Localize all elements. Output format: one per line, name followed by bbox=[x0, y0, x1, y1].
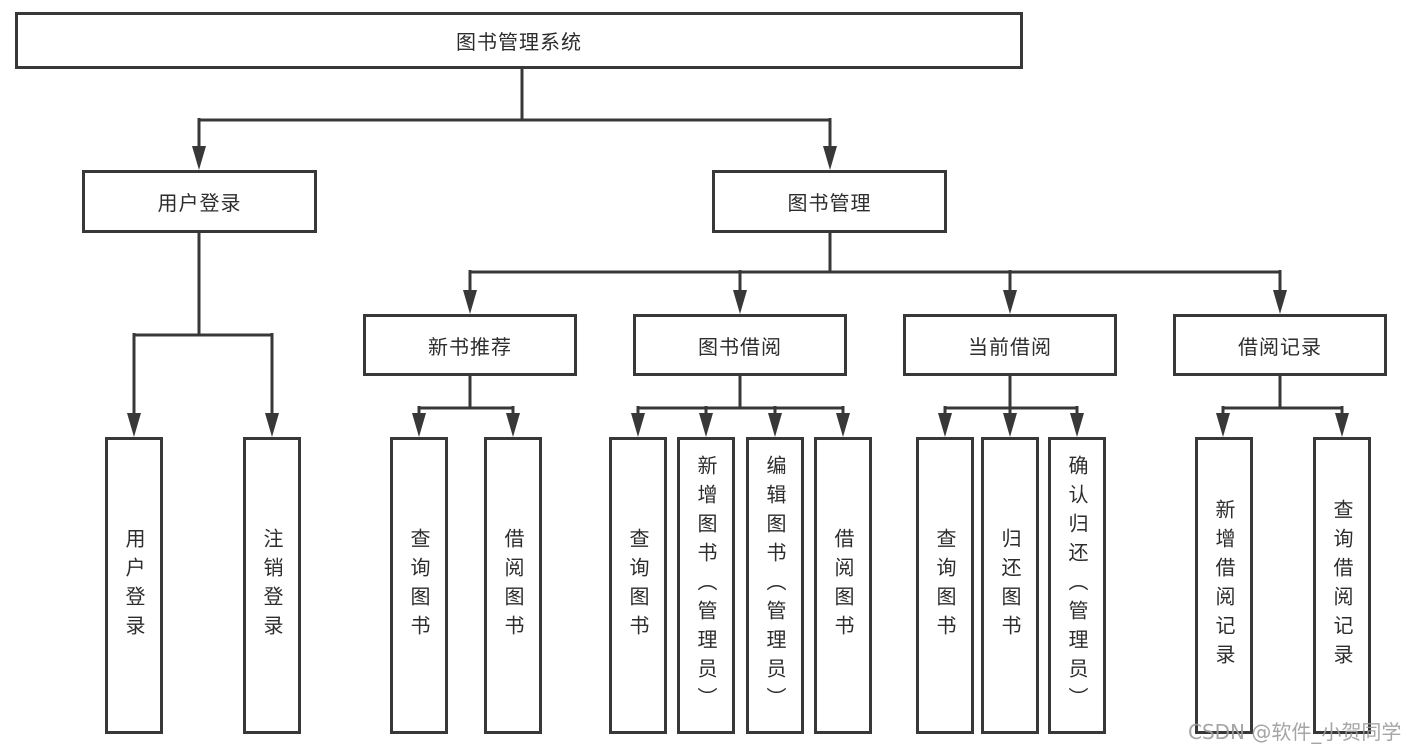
leaf-logout: 注销登录 bbox=[243, 437, 301, 734]
connector-root-to-level2 bbox=[197, 69, 832, 150]
arrowheads-newbooks-leaves bbox=[412, 413, 520, 437]
leaf-query-borrow-record-label: 查询借阅记录 bbox=[1330, 498, 1354, 673]
leaf-user-login: 用户登录 bbox=[105, 437, 163, 734]
node-new-book-recommend: 新书推荐 bbox=[363, 314, 577, 376]
connector-currentborrow-to-leaves bbox=[943, 376, 1079, 416]
leaf-edit-books-admin: 编辑图书（管理员） bbox=[746, 437, 804, 734]
node-book-borrowing: 图书借阅 bbox=[633, 314, 847, 376]
node-current-borrowing-label: 当前借阅 bbox=[968, 334, 1052, 359]
leaf-edit-books-admin-label: 编辑图书（管理员） bbox=[763, 455, 787, 716]
connector-bookborrow-to-leaves bbox=[636, 376, 845, 416]
leaf-add-borrow-record: 新增借阅记录 bbox=[1195, 437, 1253, 734]
node-user-login: 用户登录 bbox=[82, 170, 317, 233]
leaf-borrow-books-recommend-label: 借阅图书 bbox=[501, 527, 525, 644]
node-root: 图书管理系统 bbox=[15, 12, 1023, 69]
leaf-query-books-current: 查询图书 bbox=[916, 437, 974, 734]
arrowheads-level2 bbox=[192, 146, 837, 170]
arrowheads-bookborrow-leaves bbox=[631, 413, 850, 437]
leaf-logout-label: 注销登录 bbox=[260, 527, 284, 644]
leaf-borrow-books-label: 借阅图书 bbox=[831, 527, 855, 644]
node-borrowing-records: 借阅记录 bbox=[1173, 314, 1387, 376]
leaf-borrow-books-recommend: 借阅图书 bbox=[484, 437, 542, 734]
arrowheads-level3 bbox=[463, 290, 1287, 314]
node-new-book-recommend-label: 新书推荐 bbox=[428, 334, 512, 359]
leaf-query-books-recommend-label: 查询图书 bbox=[407, 527, 431, 644]
leaf-confirm-return-admin: 确认归还（管理员） bbox=[1048, 437, 1106, 734]
leaf-borrow-books: 借阅图书 bbox=[814, 437, 872, 734]
leaf-add-books-admin-label: 新增图书（管理员） bbox=[694, 455, 718, 716]
arrowheads-userlogin-leaves bbox=[127, 413, 279, 437]
node-root-label: 图书管理系统 bbox=[456, 30, 582, 54]
node-book-management: 图书管理 bbox=[712, 170, 947, 233]
connector-newbooks-to-leaves bbox=[417, 376, 515, 416]
node-borrowing-records-label: 借阅记录 bbox=[1238, 334, 1322, 359]
leaf-add-books-admin: 新增图书（管理员） bbox=[677, 437, 735, 734]
leaf-confirm-return-admin-label: 确认归还（管理员） bbox=[1065, 455, 1089, 716]
leaf-query-books-recommend: 查询图书 bbox=[390, 437, 448, 734]
connector-bookmgmt-to-level3 bbox=[468, 233, 1282, 294]
leaf-query-books-borrow-label: 查询图书 bbox=[626, 527, 650, 644]
arrowheads-currentborrow-leaves bbox=[938, 413, 1084, 437]
connector-userlogin-to-leaves bbox=[132, 233, 274, 416]
node-user-login-label: 用户登录 bbox=[157, 191, 242, 215]
node-book-management-label: 图书管理 bbox=[787, 191, 872, 215]
leaf-query-books-current-label: 查询图书 bbox=[933, 527, 957, 644]
arrowheads-borrowrecords-leaves bbox=[1216, 413, 1349, 437]
leaf-query-borrow-record: 查询借阅记录 bbox=[1313, 437, 1371, 734]
node-book-borrowing-label: 图书借阅 bbox=[698, 334, 782, 359]
node-current-borrowing: 当前借阅 bbox=[903, 314, 1117, 376]
leaf-add-borrow-record-label: 新增借阅记录 bbox=[1212, 498, 1236, 673]
connector-borrowrecords-to-leaves bbox=[1221, 376, 1344, 416]
watermark: CSDN @软件_小贺同学 bbox=[1188, 720, 1402, 744]
leaf-return-books: 归还图书 bbox=[981, 437, 1039, 734]
leaf-query-books-borrow: 查询图书 bbox=[609, 437, 667, 734]
leaf-return-books-label: 归还图书 bbox=[998, 527, 1022, 644]
leaf-user-login-label: 用户登录 bbox=[122, 527, 146, 644]
